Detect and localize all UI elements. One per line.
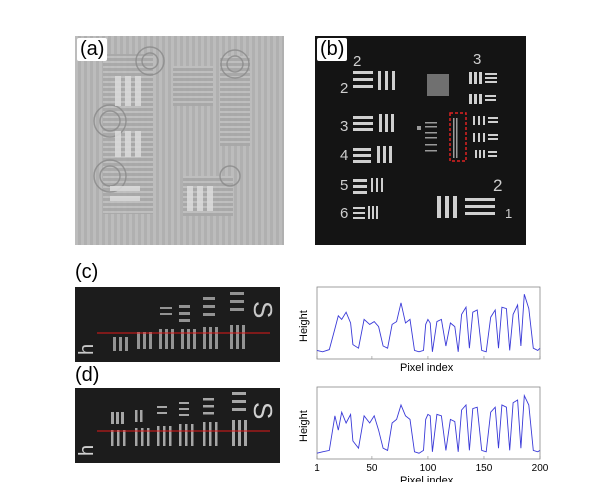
group-number-6: 6	[340, 205, 348, 222]
panel-c-bottom-glyph: h	[76, 344, 98, 355]
panel-b-resolution-target: 2 3 4 5 6 2 3 2 1	[315, 36, 526, 245]
group-number-4: 4	[340, 147, 348, 164]
panel-c-glyph: S	[248, 301, 278, 318]
bar-elements	[353, 71, 498, 219]
group-number-5: 5	[340, 177, 348, 194]
panel-c-label: (c)	[75, 261, 99, 283]
highlight-box	[449, 112, 467, 162]
x-tick-label: 150	[476, 463, 493, 474]
plot-d-ticks	[316, 456, 541, 459]
panel-d-cropped-bars: S h	[75, 388, 280, 463]
x-tick-label: 1	[314, 463, 320, 474]
panel-d-label: (d)	[75, 364, 100, 386]
x-tick-label: 200	[532, 463, 549, 474]
profile-plot-c: Height Pixel index	[298, 286, 541, 372]
panel-d-image: S h	[75, 388, 280, 463]
group-number-small: 1	[505, 206, 512, 221]
panel-c-image: S h	[75, 287, 280, 362]
panel-d-bottom-glyph: h	[76, 445, 98, 456]
plot-d-frame	[316, 386, 541, 460]
group-number-2: 2	[340, 80, 348, 97]
group-number-top: 2	[353, 53, 361, 70]
x-tick-label: 50	[366, 463, 378, 474]
plot-c-frame	[316, 286, 541, 360]
plot-d-ylabel: Height	[298, 410, 310, 442]
plot-c-ticks	[316, 356, 541, 359]
panel-b-image: 2 3 4 5 6 2 3 2 1	[315, 36, 526, 245]
group-number-3: 3	[340, 118, 348, 135]
plot-c-xlabel: Pixel index	[400, 362, 454, 372]
x-tick-label: 100	[420, 463, 437, 474]
group-number-top-right: 3	[473, 51, 481, 68]
panel-a-label: (a)	[77, 38, 108, 61]
plot-d-series-line	[316, 393, 541, 454]
panel-d-glyph: S	[248, 402, 278, 419]
group-number-right: 2	[493, 176, 502, 195]
plot-d-xlabel: Pixel index	[400, 475, 454, 482]
panel-a-image	[75, 36, 284, 245]
panel-c-cropped-bars: S h	[75, 287, 280, 362]
plot-c-series-line	[316, 294, 541, 353]
panel-b-label: (b)	[317, 38, 348, 61]
plot-c-ylabel: Height	[298, 310, 310, 342]
panel-a-hologram	[75, 36, 284, 245]
